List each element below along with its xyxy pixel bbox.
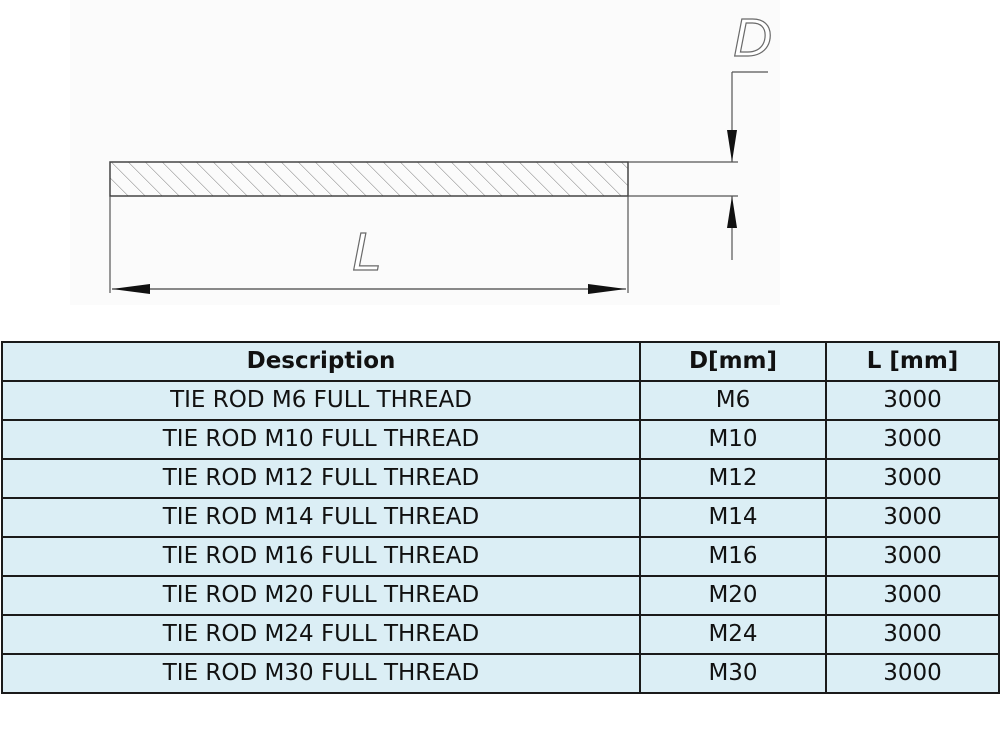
d-cell: M24 [639, 614, 827, 655]
diameter-dimension [727, 71, 768, 260]
length-dimension [112, 284, 626, 294]
l-cell: 3000 [825, 614, 1000, 655]
d-cell: M16 [639, 536, 827, 577]
l-cell: 3000 [825, 458, 1000, 499]
description-cell: TIE ROD M10 FULL THREAD [1, 419, 641, 460]
table-row: TIE ROD M10 FULL THREAD M10 3000 [1, 419, 1000, 460]
description-cell: TIE ROD M12 FULL THREAD [1, 458, 641, 499]
table-header-row: Description D[mm] L [mm] [1, 341, 1000, 382]
description-cell: TIE ROD M24 FULL THREAD [1, 614, 641, 655]
description-cell: TIE ROD M6 FULL THREAD [1, 380, 641, 421]
table-row: TIE ROD M30 FULL THREAD M30 3000 [1, 653, 1000, 694]
down-arrowhead-icon [727, 130, 737, 162]
description-cell: TIE ROD M16 FULL THREAD [1, 536, 641, 577]
l-cell: 3000 [825, 536, 1000, 577]
d-cell: M12 [639, 458, 827, 499]
table-row: TIE ROD M6 FULL THREAD M6 3000 [1, 380, 1000, 421]
d-cell: M6 [639, 380, 827, 421]
l-cell: 3000 [825, 575, 1000, 616]
technical-drawing: D L [0, 0, 1000, 330]
length-label: L [352, 222, 382, 282]
right-arrowhead-icon [588, 284, 626, 294]
description-header: Description [1, 341, 641, 382]
description-cell: TIE ROD M14 FULL THREAD [1, 497, 641, 538]
l-header: L [mm] [825, 341, 1000, 382]
table-row: TIE ROD M20 FULL THREAD M20 3000 [1, 575, 1000, 616]
table-row: TIE ROD M12 FULL THREAD M12 3000 [1, 458, 1000, 499]
table-row: TIE ROD M16 FULL THREAD M16 3000 [1, 536, 1000, 577]
l-cell: 3000 [825, 380, 1000, 421]
tie-rod-drawing-svg: D L [70, 0, 780, 305]
drawing-background [70, 0, 780, 305]
d-cell: M20 [639, 575, 827, 616]
l-cell: 3000 [825, 419, 1000, 460]
l-cell: 3000 [825, 653, 1000, 694]
tie-rod-spec-table: Description D[mm] L [mm] TIE ROD M6 FULL… [1, 341, 1000, 694]
up-arrowhead-icon [727, 196, 737, 228]
table-row: TIE ROD M24 FULL THREAD M24 3000 [1, 614, 1000, 655]
d-header: D[mm] [639, 341, 827, 382]
d-cell: M14 [639, 497, 827, 538]
l-cell: 3000 [825, 497, 1000, 538]
table-row: TIE ROD M14 FULL THREAD M14 3000 [1, 497, 1000, 538]
diameter-label: D [733, 8, 772, 68]
d-cell: M30 [639, 653, 827, 694]
rod-body [109, 161, 629, 197]
left-arrowhead-icon [112, 284, 150, 294]
description-cell: TIE ROD M30 FULL THREAD [1, 653, 641, 694]
description-cell: TIE ROD M20 FULL THREAD [1, 575, 641, 616]
d-cell: M10 [639, 419, 827, 460]
